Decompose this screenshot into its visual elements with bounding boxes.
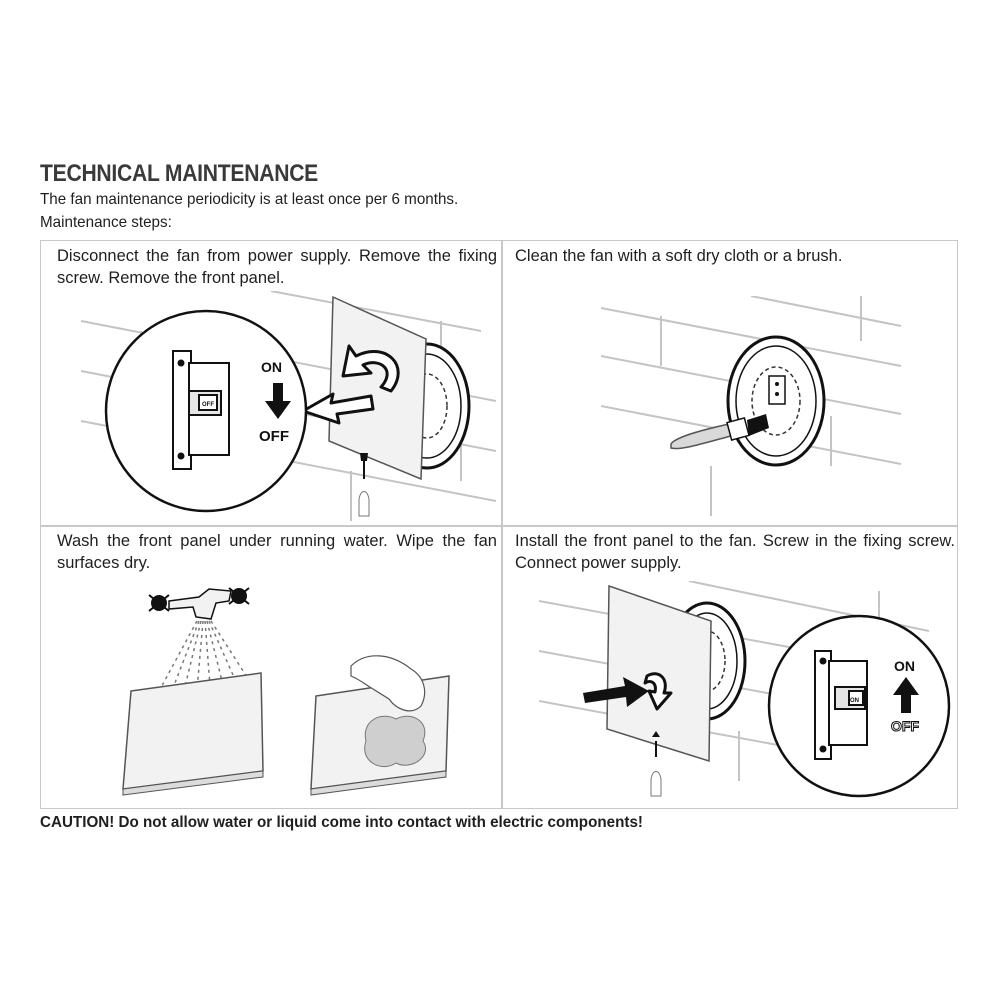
up-arrow-icon — [893, 677, 919, 713]
down-arrow-icon — [265, 383, 291, 419]
switch-on-label: ON — [261, 359, 282, 375]
pull-arrow-icon — [301, 392, 375, 425]
step-3-illustration — [122, 587, 450, 796]
breaker-magnifier: OFF ON OFF — [104, 309, 308, 513]
step-2-text: Clean the fan with a soft dry cloth or a… — [515, 247, 843, 265]
hand-icon — [350, 655, 426, 712]
circuit-breaker-icon — [172, 350, 230, 470]
step-3-text: Wash the front panel under running water… — [57, 532, 497, 572]
switch-off-label: OFF — [891, 718, 919, 734]
breaker-magnifier: ON ON OFF — [767, 614, 951, 798]
screwdriver-icon — [650, 731, 662, 797]
screwdriver-icon — [358, 453, 370, 517]
front-panel-washing — [122, 672, 264, 790]
caution-note: CAUTION! Do not allow water or liquid co… — [40, 814, 643, 831]
switch-on-label: ON — [894, 658, 915, 674]
switch-off-label: OFF — [259, 428, 289, 445]
breaker-toggle-label: ON — [850, 698, 859, 704]
faucet-icon — [148, 587, 250, 620]
intro-steps-label: Maintenance steps: — [40, 214, 172, 231]
page-title: TECHNICAL MAINTENANCE — [40, 160, 319, 187]
steps-grid: Disconnect the fan from power supply. Re… — [40, 240, 958, 809]
brush-icon — [670, 414, 769, 450]
push-arrow-icon — [583, 677, 649, 707]
circuit-breaker-icon — [814, 650, 868, 760]
front-panel — [328, 295, 427, 481]
step-2-illustration — [601, 296, 902, 516]
rotate-arrow-icon — [341, 344, 400, 393]
grid-divider-horizontal — [41, 525, 957, 527]
fan-housing-icon — [726, 335, 826, 467]
grid-divider-vertical — [501, 241, 503, 808]
rotate-arrow-icon — [643, 672, 673, 711]
step-1-illustration: OFF ON OFF — [81, 291, 496, 521]
cloth-icon — [364, 715, 426, 768]
step-4-text: Install the front panel to the fan. Scre… — [515, 532, 955, 572]
breaker-toggle-label: OFF — [202, 402, 214, 408]
intro-periodicity: The fan maintenance periodicity is at le… — [40, 191, 459, 208]
step-1-text: Disconnect the fan from power supply. Re… — [57, 247, 497, 287]
step-4-illustration: ON ON OFF — [539, 581, 951, 798]
